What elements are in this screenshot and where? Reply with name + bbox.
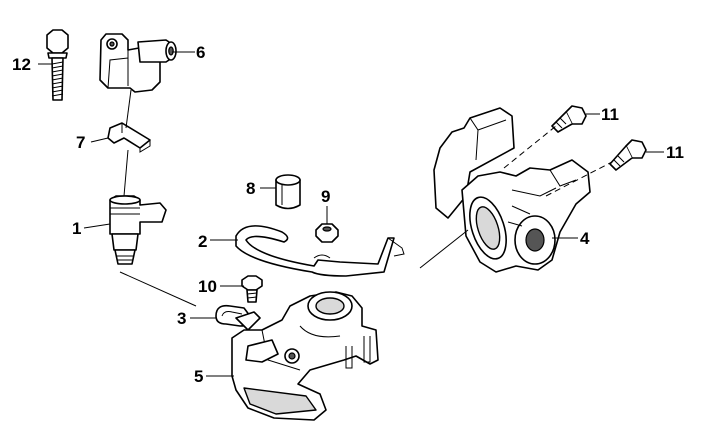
part-8-sleeve[interactable] (275, 174, 301, 210)
part-12-bolt[interactable] (46, 29, 69, 101)
callout-2: 2 (198, 232, 207, 251)
leader-lines (38, 51, 664, 377)
callout-8: 8 (246, 179, 255, 198)
callout-6: 6 (196, 43, 205, 62)
part-3-clip[interactable] (215, 304, 261, 331)
callout-3: 3 (177, 309, 186, 328)
callout-labels: 12 6 7 1 8 9 2 10 3 5 4 11 11 (12, 43, 684, 386)
callout-5: 5 (194, 367, 203, 386)
callout-9: 9 (321, 187, 330, 206)
callout-1: 1 (72, 219, 81, 238)
part-11-bolt-upper[interactable] (551, 105, 587, 133)
part-2-clamp-bracket[interactable] (235, 225, 405, 277)
callout-7: 7 (76, 133, 85, 152)
callout-4: 4 (580, 229, 590, 248)
part-7-clip[interactable] (107, 122, 151, 153)
part-10-screw[interactable] (241, 275, 263, 303)
callout-11-lower: 11 (666, 143, 684, 162)
part-4-throttle-body[interactable] (433, 107, 591, 273)
part-5-intake-manifold[interactable] (231, 291, 379, 421)
part-11-bolt-lower[interactable] (609, 139, 647, 171)
part-6-injector-cap[interactable] (99, 33, 177, 93)
callout-12: 12 (12, 55, 31, 74)
assembly-guide-lines (119, 89, 613, 307)
part-1-fuel-injector[interactable] (109, 195, 167, 265)
callout-10: 10 (198, 277, 217, 296)
part-9-nut[interactable] (315, 223, 339, 243)
callout-11-upper: 11 (601, 105, 619, 124)
